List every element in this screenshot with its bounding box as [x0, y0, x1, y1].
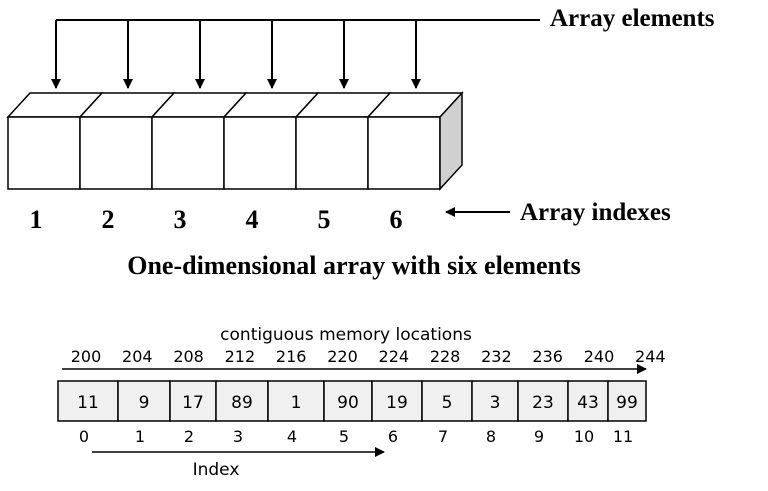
array-element-box [367, 116, 441, 190]
bottom-index-labels: 0 1 2 3 4 5 6 7 8 9 10 11 [79, 427, 633, 446]
memory-index: 10 [574, 427, 594, 446]
array-element-box [223, 116, 297, 190]
memory-index: 2 [184, 427, 194, 446]
memory-address: 220 [327, 347, 358, 366]
memory-index: 1 [135, 427, 145, 446]
memory-address: 200 [71, 347, 102, 366]
memory-cell-value: 1 [291, 393, 302, 413]
memory-cell-value: 19 [386, 393, 408, 413]
top-index-label: 5 [318, 205, 331, 234]
array-element-box [7, 116, 81, 190]
memory-cell-value: 89 [231, 393, 253, 413]
memory-cell [371, 380, 423, 422]
memory-cell [323, 380, 373, 422]
memory-addresses: 200 204 208 212 216 220 224 228 232 236 240 244 [71, 347, 666, 366]
memory-cell [169, 380, 217, 422]
memory-address: 228 [430, 347, 461, 366]
memory-index: 11 [613, 427, 633, 446]
memory-cell [117, 380, 171, 422]
memory-address: 232 [481, 347, 512, 366]
memory-cell [471, 380, 519, 422]
memory-index: 8 [486, 427, 496, 446]
memory-locations-label: contiguous memory locations [220, 325, 472, 345]
top-index-label: 3 [174, 205, 187, 234]
array-element-box [151, 116, 225, 190]
element-arrows [51, 20, 421, 89]
top-index-labels: 1 2 3 4 5 6 [30, 205, 403, 234]
memory-cell [267, 380, 325, 422]
top-index-label: 1 [30, 205, 43, 234]
memory-cell-value: 99 [616, 393, 638, 413]
memory-cell [215, 380, 269, 422]
memory-address: 244 [635, 347, 666, 366]
memory-cell-value: 23 [532, 393, 554, 413]
array-element-box [295, 116, 369, 190]
memory-address: 204 [122, 347, 153, 366]
memory-cell-value: 3 [490, 393, 501, 413]
diagram-caption: One-dimensional array with six elements [127, 251, 581, 280]
top-array-diagram: Array elements 1 2 3 4 5 6 Array indexes One-… [6, 5, 715, 280]
memory-cell [421, 380, 473, 422]
memory-index: 3 [233, 427, 243, 446]
memory-index: 5 [339, 427, 349, 446]
memory-address: 240 [584, 347, 615, 366]
memory-address: 216 [276, 347, 307, 366]
cube-side-face [439, 91, 463, 191]
memory-cell-value: 5 [442, 393, 453, 413]
memory-cell-value: 11 [77, 393, 99, 413]
memory-index: 7 [438, 427, 448, 446]
memory-cells: 11 9 17 89 1 90 19 5 3 23 43 99 [57, 380, 647, 422]
memory-address: 224 [379, 347, 410, 366]
top-index-label: 2 [102, 205, 115, 234]
array-cubes [6, 91, 464, 191]
memory-address: 208 [173, 347, 204, 366]
memory-address: 236 [532, 347, 563, 366]
memory-cell-value: 17 [182, 393, 204, 413]
array-elements-label: Array elements [550, 5, 715, 32]
array-indexes-label: Array indexes [520, 199, 671, 226]
array-element-box [79, 116, 153, 190]
memory-cell-value: 43 [577, 393, 599, 413]
memory-address: 212 [225, 347, 256, 366]
memory-cell-value: 9 [139, 393, 150, 413]
top-index-label: 4 [246, 205, 259, 234]
memory-cell [607, 380, 647, 422]
memory-index: 4 [287, 427, 297, 446]
memory-index: 0 [79, 427, 89, 446]
top-index-label: 6 [390, 205, 403, 234]
memory-index: 9 [534, 427, 544, 446]
memory-cell [57, 380, 119, 422]
memory-index: 6 [388, 427, 398, 446]
memory-cell-value: 90 [337, 393, 359, 413]
index-label: Index [193, 460, 240, 480]
